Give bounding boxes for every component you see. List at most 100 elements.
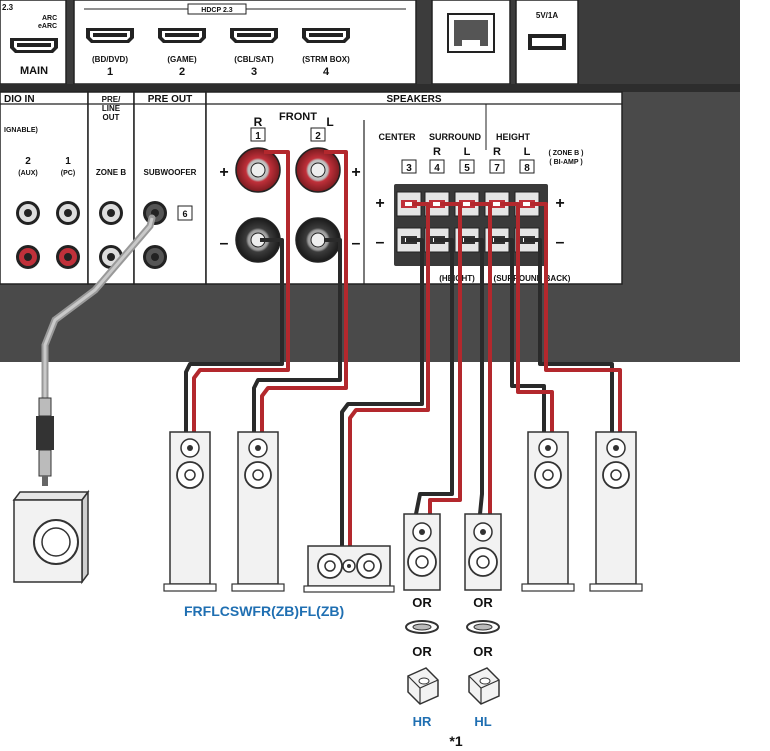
svg-text:5: 5 [464,163,470,174]
svg-text:L: L [326,115,333,129]
svg-text:FRONT: FRONT [279,111,317,123]
tower-speaker-zone-b-r [521,431,575,592]
svg-text:SUBWOOFER: SUBWOOFER [144,168,197,177]
subwoofer-cable [36,214,156,486]
svg-text:HEIGHT: HEIGHT [496,132,531,142]
svg-text:(STRM BOX): (STRM BOX) [302,55,350,64]
svg-text:L: L [524,146,531,158]
tower-speaker-front-l [231,431,285,592]
terminal-number-surround_l_num: 5 [459,159,475,174]
svg-text:OR: OR [412,595,432,610]
svg-text:+: + [555,195,564,212]
svg-text:SURROUND: SURROUND [429,132,482,142]
svg-text:( ZONE B ): ( ZONE B ) [549,150,584,157]
svg-text:6: 6 [182,209,187,219]
svg-text:(AUX): (AUX) [18,170,37,177]
tower-speaker-zone-b-l [589,431,643,592]
svg-text:3: 3 [406,163,412,174]
svg-text:2: 2 [315,131,321,142]
svg-text:(HEIGHT): (HEIGHT) [439,274,475,283]
svg-text:MAIN: MAIN [20,65,48,77]
svg-text:CENTER: CENTER [378,132,416,142]
svg-text:ZONE B: ZONE B [96,168,126,177]
pre-line-out-section: PRE/ LINE OUT ZONE B [96,95,126,269]
terminal-number-surround_r_num: 4 [429,159,445,174]
svg-text:OR: OR [473,595,493,610]
svg-text:1: 1 [107,66,113,78]
hdmi-out-main: 2.3 ARC eARC MAIN [2,3,58,77]
front-terminals: FRONT R L 1 2 + + – – [219,111,361,263]
hdmi-input-2: (GAME) 2 [158,28,206,78]
bookshelf-speaker-hl [464,513,502,591]
svg-text:PRE OUT: PRE OUT [148,94,192,105]
cable-front-r [184,150,290,432]
lan-port [447,13,495,53]
svg-text:2.3: 2.3 [2,3,14,12]
svg-text:(GAME): (GAME) [167,55,197,64]
rca-jack-pc-red [56,245,80,269]
alternative-speakers: OR OR OR OR [405,595,500,705]
terminal-number-height_l_num: 8 [519,159,535,174]
svg-text:–: – [220,235,229,252]
svg-text:ARC: ARC [42,15,57,22]
svg-text:OR: OR [473,644,493,659]
svg-text:3: 3 [251,66,257,78]
front-r-minus-terminal [235,217,281,263]
cable-height-r [494,202,554,432]
svg-text:4: 4 [323,66,330,78]
svg-text:–: – [556,234,565,251]
subwoofer-jack-2 [143,245,167,269]
svg-text:PRE/: PRE/ [102,95,121,104]
svg-text:DIO IN: DIO IN [4,94,35,105]
svg-text:R: R [493,146,501,158]
speaker-cables [184,150,622,546]
terminal-number-height_r_num: 7 [489,159,505,174]
dolby-enabled-speaker-hl [468,667,500,705]
svg-text:+: + [219,164,228,181]
svg-text:–: – [352,235,361,252]
subwoofer-speaker [12,489,90,585]
svg-text:1: 1 [255,131,261,142]
cable-height-l [524,202,622,432]
cable-surround-l [464,202,492,515]
bookshelf-speaker-hr [403,513,441,591]
tower-speaker-front-r [163,431,217,592]
speaker-legend-labels: FRFLCSWFR(ZB)FL(ZB) [184,603,344,619]
hdmi-input-3: (CBL/SAT) 3 [230,28,278,78]
svg-text:7: 7 [494,163,500,174]
terminal-number-center_num: 3 [401,159,417,174]
svg-text:HDCP 2.3: HDCP 2.3 [201,7,232,14]
subwoofer-jack [143,201,167,225]
svg-text:+: + [351,164,360,181]
svg-text:R: R [254,115,263,129]
svg-text:–: – [376,234,385,251]
label-hr: HR [413,714,432,729]
dolby-enabled-speaker-hr [407,667,439,705]
svg-text:(PC): (PC) [61,170,75,177]
svg-text:5V/1A: 5V/1A [536,11,558,20]
audio-in-section: DIO IN IGNABLE) 2 (AUX) 1 (PC) [4,94,80,269]
svg-text:(CBL/SAT): (CBL/SAT) [234,55,274,64]
svg-text:eARC: eARC [38,23,57,30]
svg-text:( BI-AMP ): ( BI-AMP ) [549,159,582,166]
svg-text:2: 2 [25,156,31,167]
hdmi-inputs: HDCP 2.3 (BD/DVD)1(GAME)2(CBL/SAT)3(STRM… [84,3,406,78]
svg-text:1: 1 [65,156,71,167]
in-ceiling-speaker-hl [466,620,500,634]
cable-surround-r [414,202,462,515]
front-l-plus-terminal [295,147,341,193]
front-r-plus-terminal [235,147,281,193]
svg-text:8: 8 [524,163,530,174]
front-l-minus-terminal [295,217,341,263]
tower-speakers [163,431,643,592]
in-ceiling-speaker-hr [405,620,439,634]
svg-text:4: 4 [434,163,440,174]
svg-text:(SURROUND BACK): (SURROUND BACK) [494,274,571,283]
speakers-title: SPEAKERS [386,94,441,105]
push-terminal-block [394,184,548,266]
svg-text:+: + [375,195,384,212]
svg-text:LINE: LINE [102,104,121,113]
svg-text:R: R [433,146,441,158]
svg-text:2: 2 [179,66,185,78]
